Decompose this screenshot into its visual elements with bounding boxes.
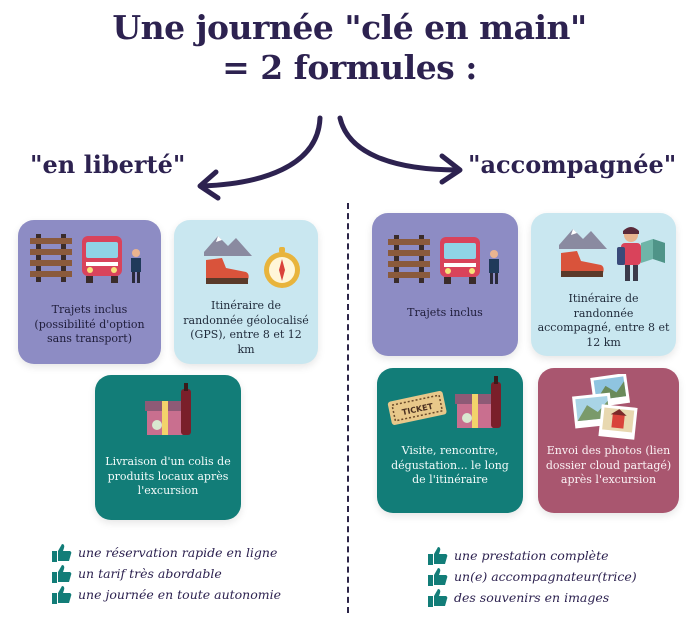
hiker-map-icon <box>617 227 665 281</box>
card-right-transport-text: Trajets inclus <box>407 306 483 319</box>
card-left-transport-text: Trajets inclus (possibilité d'option san… <box>34 303 145 345</box>
card-right-guided-text: Itinéraire de randonnée accompagné, entr… <box>537 292 670 349</box>
card-left-delivery: Livraison d'un colis de produits locaux … <box>95 375 241 520</box>
left-benefit-item: une journée en toute autonomie <box>52 584 281 605</box>
card-right-visit-text: Visite, rencontre, dégustation... le lon… <box>391 444 509 486</box>
card-left-gps: Itinéraire de randonnée géolocalisé (GPS… <box>174 220 318 364</box>
thumbs-up-icon <box>52 544 72 562</box>
right-benefit-item: des souvenirs en images <box>428 587 637 608</box>
ticket-icon: TICKET <box>387 390 447 425</box>
driver-icon <box>489 250 499 284</box>
divider <box>347 203 349 613</box>
right-benefit-text: un(e) accompagnateur(trice) <box>454 569 637 584</box>
title-line-1: Une journée "clé en main" <box>112 8 587 47</box>
thumbs-up-icon <box>52 565 72 583</box>
left-benefit-text: une journée en toute autonomie <box>78 587 282 602</box>
wine-bottle-icon <box>181 389 191 435</box>
apple-icon <box>462 413 472 423</box>
right-benefit-text: une prestation complète <box>454 548 609 563</box>
left-benefit-item: un tarif très abordable <box>52 563 281 584</box>
bus-icon <box>440 237 480 284</box>
card-left-delivery-text: Livraison d'un colis de produits locaux … <box>105 455 231 497</box>
arrow-right-icon <box>337 115 463 185</box>
left-benefit-text: une réservation rapide en ligne <box>78 545 278 560</box>
left-benefits-list: une réservation rapide en ligne un tarif… <box>52 542 281 605</box>
card-right-transport: Trajets inclus <box>372 213 518 356</box>
railway-track-icon <box>30 234 72 282</box>
title-line-2: = 2 formules : <box>222 48 477 87</box>
compass-icon <box>264 247 300 288</box>
gift-box-icon <box>455 376 501 428</box>
arrow-left-icon <box>197 115 323 201</box>
hiking-boot-icon <box>559 229 607 277</box>
right-benefit-text: des souvenirs en images <box>454 590 610 605</box>
driver-icon <box>131 249 141 283</box>
right-benefit-item: un(e) accompagnateur(trice) <box>428 566 637 587</box>
thumbs-up-icon <box>52 586 72 604</box>
left-benefit-item: une réservation rapide en ligne <box>52 542 281 563</box>
bus-icon <box>82 236 122 283</box>
right-benefit-item: une prestation complète <box>428 545 637 566</box>
gift-box-icon <box>145 383 191 435</box>
formula-right-heading: "accompagnée" <box>468 150 677 179</box>
card-left-transport: Trajets inclus (possibilité d'option san… <box>18 220 161 364</box>
railway-track-icon <box>388 235 430 283</box>
card-right-photos: Envoi des photos (lien dossier cloud par… <box>538 368 679 513</box>
card-right-guided: Itinéraire de randonnée accompagné, entr… <box>531 213 676 356</box>
left-benefit-text: un tarif très abordable <box>78 566 222 581</box>
thumbs-up-icon <box>428 568 448 586</box>
mountain-icon <box>559 229 607 249</box>
right-benefits-list: une prestation complète un(e) accompagna… <box>428 545 637 608</box>
page-title: Une journée "clé en main" = 2 formules : <box>0 8 699 88</box>
thumbs-up-icon <box>428 547 448 565</box>
thumbs-up-icon <box>428 589 448 607</box>
wine-bottle-icon <box>491 382 501 428</box>
formula-left-heading: "en liberté" <box>30 150 186 179</box>
mountain-icon <box>204 236 252 256</box>
card-left-gps-text: Itinéraire de randonnée géolocalisé (GPS… <box>183 299 309 356</box>
apple-icon <box>152 420 162 430</box>
photos-icon <box>572 374 638 440</box>
card-right-visit: TICKET Visite, rencontre, dégustation...… <box>377 368 523 513</box>
card-right-photos-text: Envoi des photos (lien dossier cloud par… <box>545 444 672 486</box>
hiking-boot-icon <box>204 236 252 284</box>
